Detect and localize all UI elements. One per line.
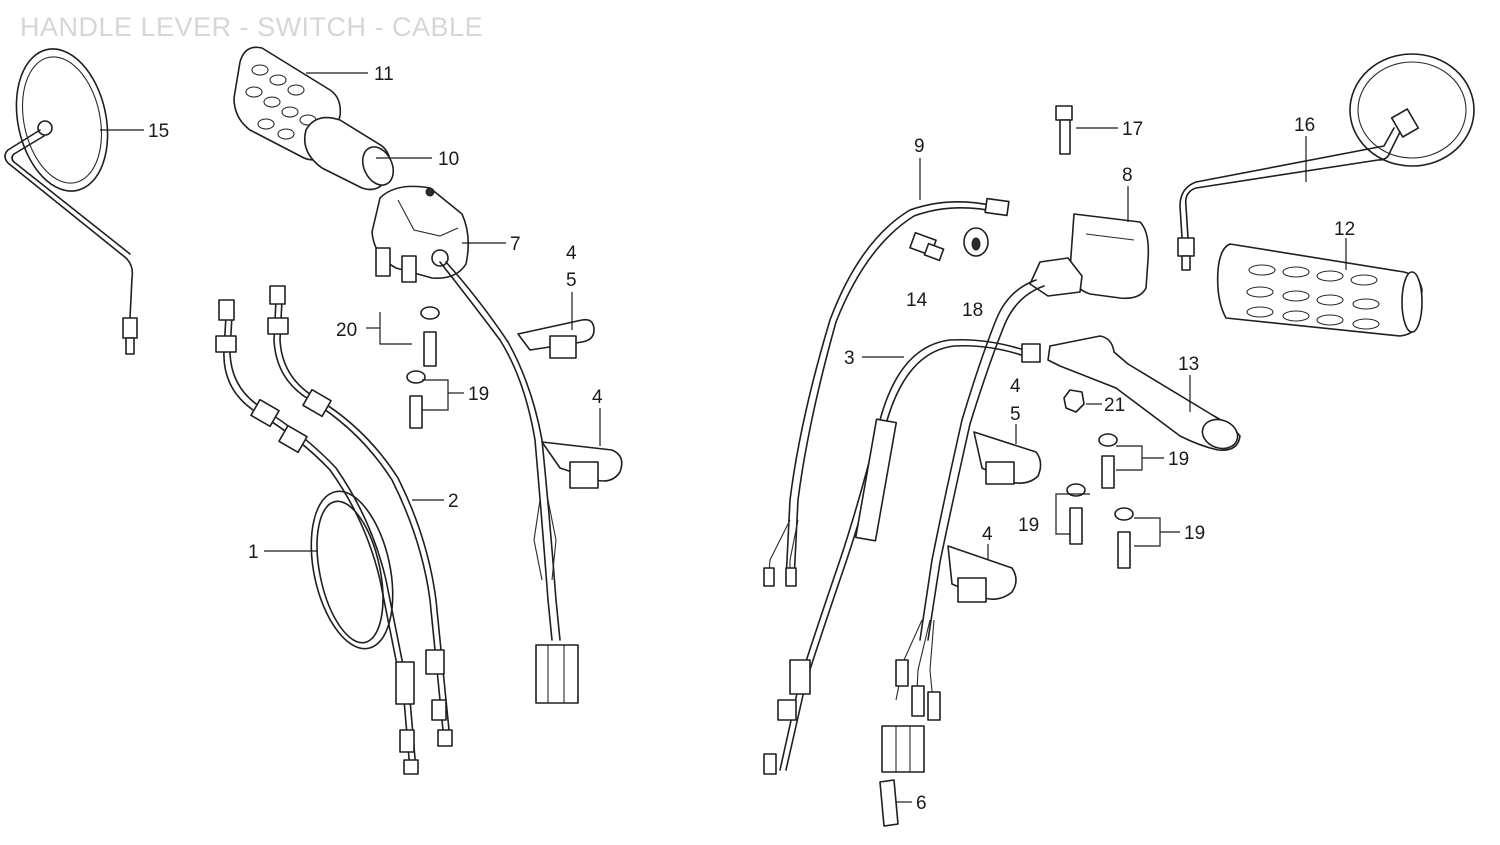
right-grip	[1216, 243, 1423, 337]
callout-6: 6	[916, 793, 927, 814]
left-switch-screws	[406, 306, 440, 429]
callout-2: 2	[448, 491, 459, 512]
callout-leaders	[100, 72, 1347, 803]
callout-14: 14	[906, 290, 928, 311]
throttle-cable-a	[215, 299, 419, 775]
left-cable-clamps	[517, 318, 623, 489]
right-mirror	[1177, 53, 1475, 271]
callout-1: 1	[248, 542, 259, 563]
top-screw	[1055, 105, 1073, 155]
callout-3: 3	[844, 348, 855, 369]
right-switch-harness	[881, 279, 1045, 773]
callout-19-right-top: 19	[1168, 449, 1189, 470]
callout-19-left: 19	[468, 384, 489, 405]
callout-17: 17	[1122, 119, 1143, 140]
callout-20: 20	[336, 320, 357, 341]
brake-lever	[1047, 335, 1241, 452]
callout-4-right-bottom: 4	[982, 524, 993, 545]
left-mirror	[4, 48, 138, 355]
cable-three	[763, 338, 1041, 775]
callout-9: 9	[914, 136, 925, 157]
callout-4-left-top: 4	[566, 243, 577, 264]
lever-nut	[1063, 389, 1085, 413]
left-switch	[371, 185, 470, 283]
callout-19-right-bottom: 19	[1184, 523, 1205, 544]
callout-12: 12	[1334, 219, 1355, 240]
left-switch-harness	[439, 261, 579, 704]
callout-21: 21	[1104, 395, 1125, 416]
callout-5-left: 5	[566, 270, 577, 291]
callout-13: 13	[1178, 354, 1199, 375]
cable-nine	[763, 197, 1010, 587]
callout-numbers: 15 11 10 7 4 5 20 19 4 2 1 9 17 8 16 12 …	[148, 64, 1355, 814]
right-switch	[1029, 213, 1150, 300]
callout-18: 18	[962, 300, 983, 321]
callout-11: 11	[374, 64, 394, 85]
callout-7: 7	[510, 234, 521, 255]
throttle-cable-b	[267, 285, 453, 747]
callout-15: 15	[148, 121, 169, 142]
callout-16: 16	[1294, 115, 1315, 136]
callout-8: 8	[1122, 165, 1133, 186]
callout-5-right: 5	[1010, 404, 1021, 425]
pivot-bolt	[909, 227, 989, 262]
cable-coil	[310, 490, 394, 650]
callout-4-left-bottom: 4	[592, 387, 603, 408]
diagram-title: HANDLE LEVER - SWITCH - CABLE	[20, 12, 484, 42]
callout-10: 10	[438, 149, 459, 170]
throttle-tube	[303, 116, 395, 191]
right-cable-clamps	[947, 431, 1042, 603]
cable-sleeve	[879, 779, 899, 827]
callout-19-right-mid: 19	[1018, 515, 1039, 536]
right-screws	[1066, 433, 1134, 569]
callout-4-right-top: 4	[1010, 376, 1021, 397]
